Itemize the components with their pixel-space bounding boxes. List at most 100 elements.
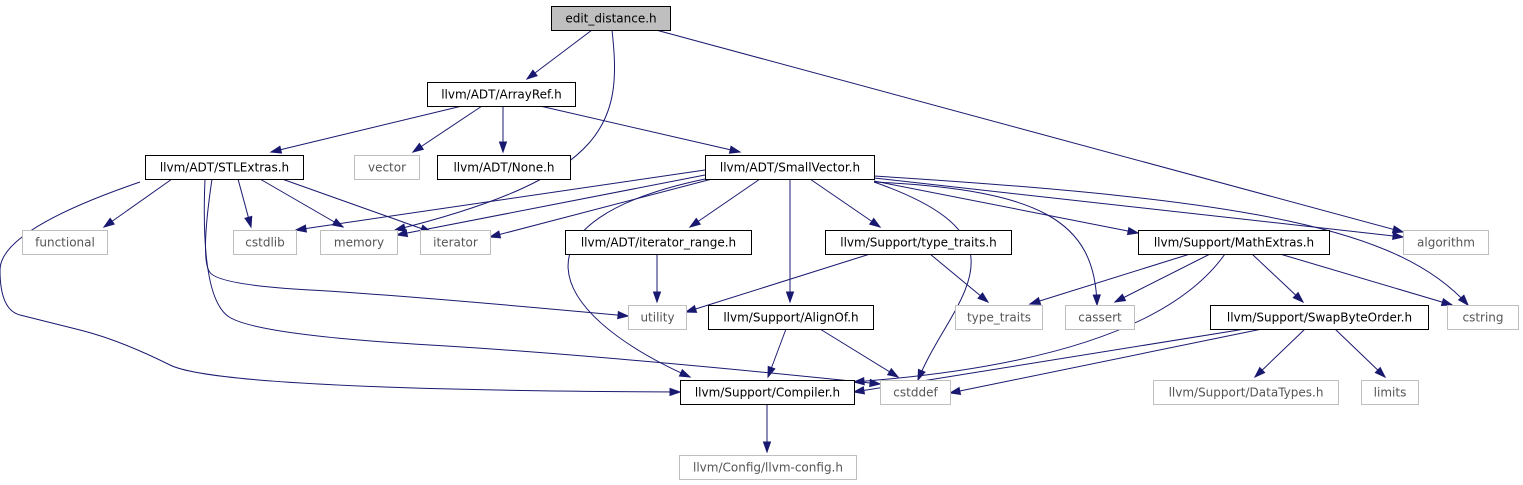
edge-smallvector-to-iterator_range xyxy=(688,178,761,228)
edge-line xyxy=(873,177,1404,238)
node-utility: utility xyxy=(628,305,687,330)
node-label: llvm/Support/type_traits.h xyxy=(840,236,997,250)
node-box xyxy=(680,380,855,405)
edge-line xyxy=(103,178,173,228)
edge-smallvector-to-cstring xyxy=(873,175,1470,307)
node-label: vector xyxy=(368,161,406,175)
edge-edit_distance-to-memory xyxy=(393,29,616,232)
edge-line xyxy=(873,181,1098,306)
node-label: cstddef xyxy=(893,386,938,400)
edge-swapbyteorder-to-cstddef xyxy=(948,328,1263,396)
edge-mathextras-to-type_traits xyxy=(1028,253,1191,305)
node-iterator: iterator xyxy=(420,230,491,255)
edge-arrayref-to-stlextras xyxy=(269,105,463,154)
node-smallvector[interactable]: llvm/ADT/SmallVector.h xyxy=(705,155,875,180)
node-type-traits-h[interactable]: llvm/Support/type_traits.h xyxy=(825,230,1012,255)
node-iterator-range[interactable]: llvm/ADT/iterator_range.h xyxy=(565,230,752,255)
node-stlextras[interactable]: llvm/ADT/STLExtras.h xyxy=(145,155,304,180)
edge-line xyxy=(685,253,871,313)
edge-arrowhead xyxy=(1253,366,1266,379)
edge-arrowhead xyxy=(688,217,702,228)
edge-line xyxy=(1251,253,1304,303)
edge-arrowhead xyxy=(886,367,900,378)
edge-arrowhead xyxy=(767,365,776,379)
edge-arrowhead xyxy=(852,377,865,386)
edge-line xyxy=(281,178,432,233)
node-cstdlib: cstdlib xyxy=(233,230,297,255)
edge-line xyxy=(203,178,881,385)
edge-alignof-to-cstddef xyxy=(819,328,900,378)
edge-arrowhead xyxy=(617,310,630,320)
node-box xyxy=(437,155,571,180)
node-box xyxy=(1138,230,1330,255)
node-datatypes: llvm/Support/DataTypes.h xyxy=(1153,380,1339,405)
node-box xyxy=(145,155,304,180)
node-label: llvm/Support/AlignOf.h xyxy=(723,311,858,325)
edge-arrayref-to-vector xyxy=(411,105,483,153)
edge-arrowhead xyxy=(684,304,698,313)
edge-arrowhead xyxy=(395,228,409,238)
edge-arrowhead xyxy=(498,141,508,154)
edge-arrowhead xyxy=(331,218,345,228)
node-box xyxy=(880,380,951,405)
edge-line xyxy=(873,181,972,381)
edge-arrowhead xyxy=(785,291,795,304)
edge-arrowhead xyxy=(678,368,692,378)
node-box xyxy=(628,305,687,330)
node-arrayref[interactable]: llvm/ADT/ArrayRef.h xyxy=(427,82,576,107)
edge-line xyxy=(819,328,899,378)
node-alignof[interactable]: llvm/Support/AlignOf.h xyxy=(708,305,874,330)
edge-swapbyteorder-to-datatypes xyxy=(1253,328,1306,379)
node-memory: memory xyxy=(320,230,398,255)
edge-line xyxy=(949,328,1263,394)
edge-edit_distance-to-algorithm xyxy=(655,29,1405,234)
edge-line xyxy=(1279,253,1453,306)
edge-arrowhead xyxy=(1126,226,1140,236)
edge-stlextras-to-memory xyxy=(259,178,345,228)
node-compiler[interactable]: llvm/Support/Compiler.h xyxy=(680,380,855,405)
edge-arrowhead xyxy=(1092,294,1101,307)
node-box xyxy=(679,455,857,480)
node-swapbyteorder[interactable]: llvm/Support/SwapByteOrder.h xyxy=(1210,305,1429,330)
node-cstddef: cstddef xyxy=(880,380,951,405)
edge-smallvector-to-alignof xyxy=(785,179,795,304)
edge-arrowhead xyxy=(269,145,283,154)
edge-arrowhead xyxy=(1374,366,1387,379)
node-label: iterator xyxy=(433,236,478,250)
edge-arrowhead xyxy=(1113,293,1127,303)
node-box xyxy=(551,6,671,31)
edge-mathextras-to-compiler xyxy=(852,253,1226,386)
edge-arrowhead xyxy=(1392,231,1405,241)
edge-arrowhead xyxy=(244,215,253,229)
edge-arrowhead xyxy=(1440,297,1454,307)
edge-line xyxy=(1114,253,1211,303)
edge-arrowhead xyxy=(869,378,882,388)
edge-arrowhead xyxy=(102,217,116,228)
node-box xyxy=(1403,230,1489,255)
edge-smallvector-to-compiler xyxy=(567,178,706,378)
node-box xyxy=(427,82,576,107)
edge-smallvector-to-cstdlib xyxy=(294,169,706,233)
edge-smallvector-to-mathextras xyxy=(873,180,1140,236)
node-label: llvm/Support/DataTypes.h xyxy=(1169,386,1324,400)
node-label: cassert xyxy=(1078,311,1122,325)
node-box xyxy=(320,230,398,255)
node-limits: limits xyxy=(1361,380,1419,405)
node-vector: vector xyxy=(354,155,420,180)
edge-edit_distance-to-arrayref xyxy=(525,29,593,80)
edge-arrowhead xyxy=(1391,225,1405,234)
node-label: algorithm xyxy=(1417,236,1475,250)
edge-mathextras-to-swapbyteorder xyxy=(1251,253,1305,304)
node-label: llvm/Config/llvm-config.h xyxy=(693,461,843,475)
node-label: llvm/Support/SwapByteOrder.h xyxy=(1227,311,1412,325)
edge-stlextras-to-cstddef xyxy=(203,178,882,388)
node-mathextras[interactable]: llvm/Support/MathExtras.h xyxy=(1138,230,1330,255)
edge-arrowhead xyxy=(977,292,990,303)
edge-line xyxy=(259,178,344,228)
node-label: cstring xyxy=(1462,311,1503,325)
edge-line xyxy=(853,253,1226,383)
edge-line xyxy=(1254,328,1306,378)
node-none[interactable]: llvm/ADT/None.h xyxy=(437,155,571,180)
node-label: llvm/ADT/None.h xyxy=(453,161,554,175)
